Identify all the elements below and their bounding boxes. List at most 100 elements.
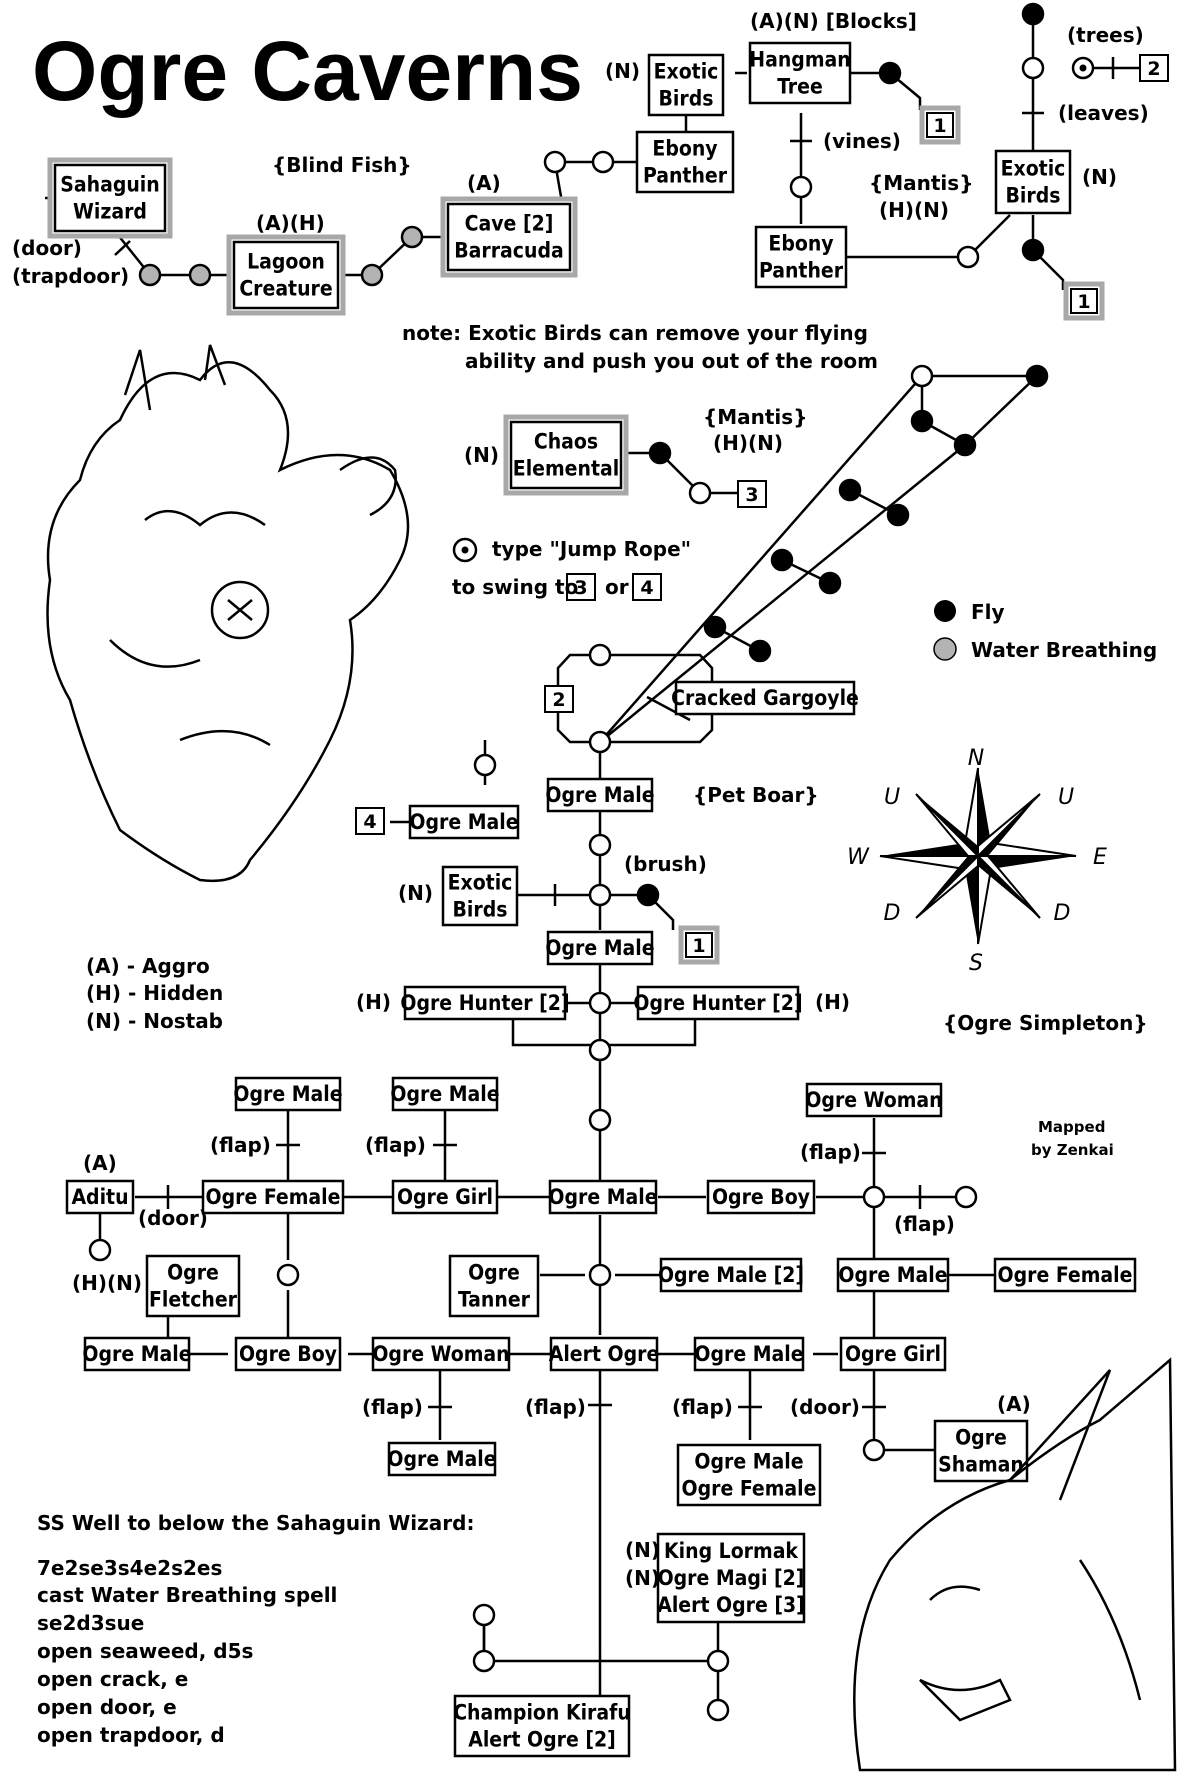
water-breathing-node [138,263,162,287]
fly-node [770,548,794,572]
label-mantis-1: {Mantis} [869,171,973,195]
fly-legend-icon [934,600,956,622]
legend-hidden: (H) - Hidden [86,981,223,1005]
label-hidden-right: (H) [815,990,850,1014]
ogre-illustration [46,344,410,883]
room-label: Shaman [938,1453,1024,1477]
room-label: Ogre Male [694,1342,803,1366]
room-label: Panther [759,259,844,283]
room-label: Ogre Girl [397,1185,493,1209]
room-node [862,1438,886,1462]
room-label: Ogre [468,1261,520,1285]
label-swing-to: to swing to [452,575,578,599]
legend-symbols [452,537,957,661]
svg-text:4: 4 [363,811,376,833]
legend-aggro: (A) - Aggro [86,954,210,978]
room-label: Sahaguin [60,173,159,197]
box-3-legend: 3 [566,573,596,601]
fly-node [648,441,672,465]
annotations: (A)(N) [Blocks] (trees) (leaves) (vines)… [12,9,1157,1590]
room-label: Tanner [458,1288,531,1312]
label-door-1: (door) [12,236,82,260]
room-label: Birds [453,898,508,922]
directions-heading: SS Well to below the Sahaguin Wizard: [37,1511,474,1535]
box-4-ogre-male: 4 [355,807,385,835]
room-label: Ogre Male [387,1447,496,1471]
room-aditu: Aditu [65,1179,135,1215]
room-label: Ebony [652,137,717,161]
fly-node [818,571,842,595]
directions-block: SS Well to below the Sahaguin Wizard: 7e… [37,1511,474,1747]
room-node [1021,56,1045,80]
room-label: Hangman [749,48,850,72]
room-label: Ebony [768,232,833,256]
room-label: Ogre Male [409,810,518,834]
compass-rose: N S E W U U D D [847,746,1107,976]
room-label: Ogre Boy [239,1342,337,1366]
label-vines: (vines) [823,129,901,153]
directions-line-7: open trapdoor, d [37,1723,225,1747]
room-label: Ogre [955,1426,1007,1450]
room-r-male-2b: Ogre Male [2] [658,1257,804,1293]
legend-water-label: Water Breathing [971,638,1157,662]
label-ogre-simpleton: {Ogre Simpleton} [943,1011,1148,1035]
room-label: Panther [643,164,728,188]
room-alert: Alert Ogre [549,1336,660,1372]
fly-node [886,503,910,527]
label-or: or [605,575,629,599]
room-label: Champion Kirafu [453,1701,631,1725]
label-flap-3: (flap) [800,1140,861,1164]
label-aggro-cave: (A) [467,171,501,195]
room-label: Alert Ogre [549,1342,660,1366]
fly-node [838,478,862,502]
room-ogre-male-b: Ogre Male [545,930,655,966]
room-label: Aditu [71,1185,128,1209]
room-gargoyle: Cracked Gargoyle [671,680,859,716]
room-node [706,1649,730,1673]
room-node [862,1185,886,1209]
label-flap-2: (flap) [365,1133,426,1157]
fly-node [1021,238,1045,262]
box-1-right: 1 [1063,281,1105,321]
room-label: Chaos [534,430,598,454]
room-r-woman-1: Ogre Woman [805,1082,943,1118]
room-label: Exotic [1001,157,1066,181]
room-node [954,1185,978,1209]
room-hunter-l: Ogre Hunter [2] [400,985,570,1021]
room-label: Fletcher [149,1288,238,1312]
room-node [472,1649,496,1673]
room-label: Ogre Female [206,1185,341,1209]
compass-u-right: U [1058,785,1074,810]
directions-line-1: 7e2se3s4e2s2es [37,1556,222,1580]
label-brush: (brush) [624,852,707,876]
box-2-top: 2 [1139,54,1169,82]
room-node [276,1263,300,1287]
room-label: Ogre Female [998,1263,1133,1287]
room-r-male-4: Ogre Male [836,1257,950,1293]
room-node [591,150,615,174]
compass-u-left: U [884,785,900,810]
room-label: Ogre Hunter [2] [633,991,802,1015]
room-label: Exotic [448,871,513,895]
room-label: Ogre Male [545,936,654,960]
label-flap-6: (flap) [525,1395,586,1419]
room-label: Elemental [513,457,619,481]
directions-line-4: open seaweed, d5s [37,1639,253,1663]
room-hunter-r: Ogre Hunter [2] [633,985,803,1021]
room-label: King Lormak [664,1539,798,1563]
box-2-loop: 2 [544,685,574,713]
room-label: Ogre Woman [372,1342,509,1366]
room-node [588,883,612,907]
room-label: Ogre Male [548,1185,657,1209]
page-title: Ogre Caverns [32,24,583,118]
room-r-male-6: Ogre Male [693,1336,805,1372]
label-by-zenkai: by Zenkai [1031,1141,1114,1159]
room-label: Ogre Male [2] [658,1263,804,1287]
room-node [88,1238,112,1262]
compass-w: W [847,845,870,870]
